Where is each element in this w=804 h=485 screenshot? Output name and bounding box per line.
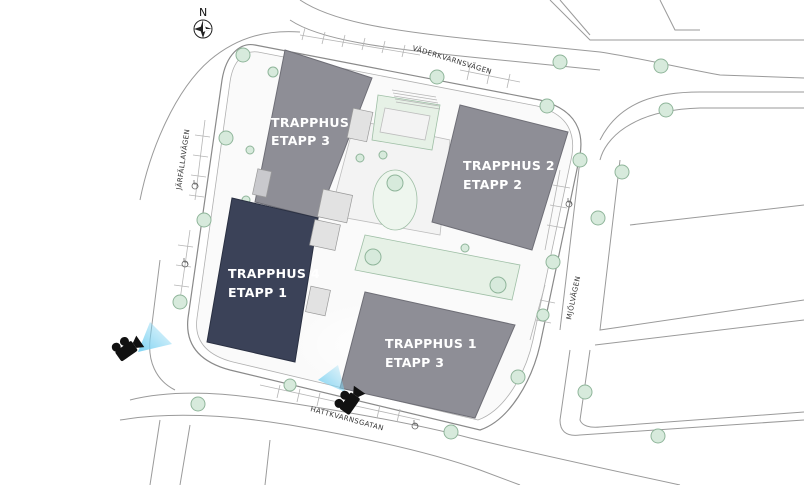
building-label-line2: ETAPP 1 [228,285,287,300]
video-camera-icon [111,335,145,362]
view-cone [318,365,345,392]
building-label-line2: ETAPP 3 [271,133,330,148]
street-label-east: MJÖLVÄGEN [564,275,582,320]
building-label-line1: TRAPPHUS 1 [385,336,477,351]
building-trapphus-2: TRAPPHUS 2 ETAPP 2 [431,104,569,251]
building-label-line1: TRAPPHUS 4 [228,266,320,281]
building-trapphus-1: TRAPPHUS 1 ETAPP 3 [339,291,516,419]
building-label-line1: TRAPPHUS 3 [271,115,363,130]
camera-viewpoint-south [318,365,366,415]
building-label-line2: ETAPP 2 [463,177,522,192]
video-camera-icon [334,385,366,415]
wheelchair-icon [411,420,419,430]
building-label-line1: TRAPPHUS 2 [463,158,555,173]
street-label-north: VÄDERKVARNSVÄGEN [411,43,493,76]
view-cone [138,322,172,352]
wheelchair-icons [181,180,573,430]
annexes [252,107,374,317]
wheelchair-icon [191,180,199,190]
wheelchair-icon [565,198,573,208]
building-label-line2: ETAPP 3 [385,355,444,370]
wheelchair-icon [181,258,189,268]
road-network [119,0,804,485]
building-trapphus-4: TRAPPHUS 4 ETAPP 1 [206,197,320,363]
building-trapphus-3: TRAPPHUS 3 ETAPP 3 [254,49,373,219]
north-compass: N [193,6,213,39]
compass-label: N [199,6,207,19]
camera-viewpoint-west [111,322,172,362]
buildings: TRAPPHUS 3 ETAPP 3 TRAPPHUS 2 ETAPP 2 TR… [206,49,569,419]
street-label-west: JÄRFÄLLAVÄGEN [174,128,192,191]
